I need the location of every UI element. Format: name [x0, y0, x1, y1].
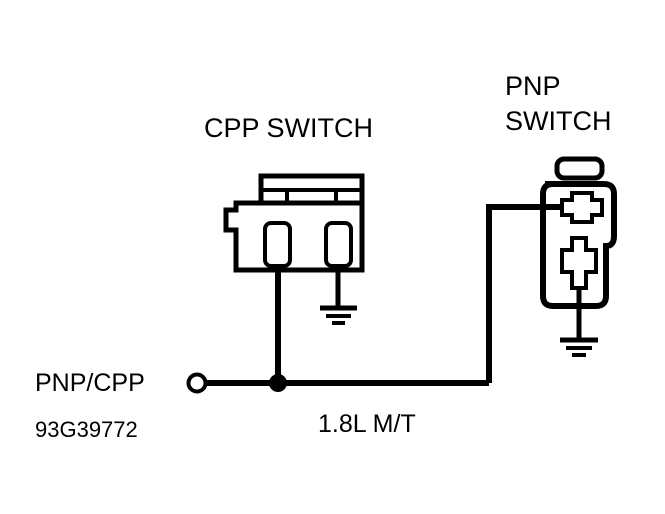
- cpp-switch-body: [223, 200, 365, 273]
- circuit-name-label: PNP/CPP: [35, 369, 145, 397]
- cpp-ground-symbol: [320, 270, 357, 325]
- circuit-terminal-circle[interactable]: [186, 372, 208, 394]
- cpp-switch-component[interactable]: [223, 173, 365, 280]
- pnp-switch-title-line1: PNP: [505, 71, 561, 101]
- pnp-contact-upper: [560, 191, 604, 224]
- pnp-switch-component[interactable]: [540, 156, 617, 309]
- junction-dot: [269, 374, 287, 392]
- pnp-contact-lower: [560, 236, 598, 290]
- pnp-switch-cap: [554, 156, 605, 181]
- part-code-label: 93G39772: [35, 417, 138, 442]
- engine-spec-label: 1.8L M/T: [318, 410, 416, 438]
- pnp-switch-body: [540, 181, 617, 309]
- pnp-ground-symbol: [560, 288, 598, 357]
- cpp-terminal-2: [324, 221, 353, 268]
- cpp-terminal-1: [263, 221, 292, 268]
- cpp-switch-title: CPP SWITCH: [204, 113, 373, 143]
- pnp-signal-wire: [486, 204, 562, 383]
- pnp-switch-title-line2: SWITCH: [505, 106, 611, 136]
